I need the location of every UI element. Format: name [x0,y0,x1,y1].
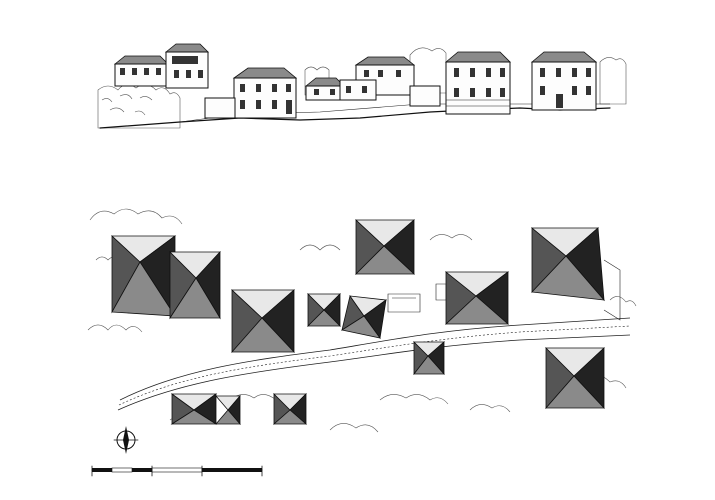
roof-8 [530,227,605,302]
elevation-house-7 [530,51,598,111]
scale-bar [91,465,263,477]
roof-3 [230,289,296,354]
roof-11 [170,393,241,426]
elevation-house-2 [164,43,209,89]
roof-9 [413,341,446,376]
roof-7 [444,271,510,325]
elevation-house-4 [304,77,345,101]
elevation-house-5 [339,56,441,107]
roof-10 [545,347,606,410]
roof-12 [272,393,308,425]
roof-1 [110,235,177,318]
site-plan [87,208,637,433]
roof-5 [340,295,388,340]
street-elevation [97,43,627,129]
roof-2 [169,250,221,320]
roof-4 [307,293,341,327]
elevation-house-1 [113,55,169,87]
north-arrow [113,426,139,454]
roof-6 [354,219,416,275]
road [117,317,631,411]
elevation-house-3 [204,67,298,119]
elevation-house-6 [444,51,511,115]
